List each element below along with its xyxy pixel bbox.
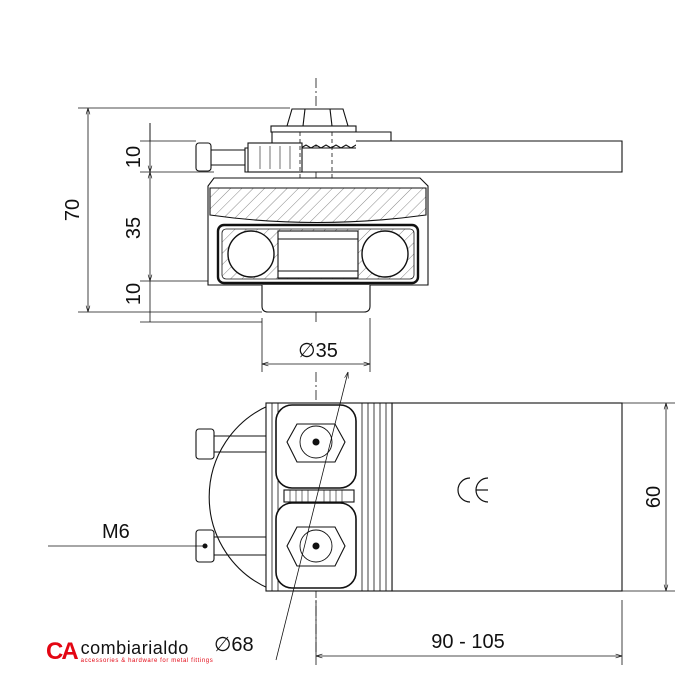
set-screw-upper (195, 428, 215, 460)
dim-label-length: 90 - 105 (431, 631, 504, 653)
bearing-ball-left (227, 230, 275, 278)
brand-name: combiarialdo (80, 638, 189, 658)
bearing-ball-right (361, 230, 409, 278)
dim-label-height-bottom: 10 (123, 283, 145, 305)
dim-label-width: 60 (643, 486, 665, 508)
dim-label-height-total: 70 (62, 199, 84, 221)
plan-arm (391, 402, 623, 592)
set-screw-head (195, 142, 212, 172)
vertical-dimensions (78, 107, 371, 372)
hex-nut (286, 108, 349, 127)
plan-dimensions (48, 372, 675, 665)
brand-logo-mark: CA (46, 637, 79, 665)
dim-line-body-diameter (275, 372, 348, 661)
round-body (208, 404, 271, 590)
brand-tagline: accessories & hardware for metal fitting… (80, 658, 214, 664)
dim-label-height-mid: 35 (123, 217, 145, 239)
plan-view (195, 372, 623, 655)
brand-text: combiarialdo accessories & hardware for … (81, 639, 214, 664)
dim-label-wheel-diameter: ∅35 (298, 340, 338, 362)
dim-label-body-diameter: ∅68 (214, 634, 254, 656)
dim-label-thread: M6 (102, 521, 130, 543)
brand-logo: CA combiarialdo accessories & hardware f… (46, 639, 213, 664)
threaded-bush (247, 142, 303, 173)
housing-hatch (209, 187, 427, 224)
ce-mark-icon (457, 477, 489, 503)
dim-label-height-top: 10 (123, 146, 145, 168)
washer (270, 125, 357, 133)
side-elevation (195, 78, 623, 325)
wheel (261, 285, 371, 313)
